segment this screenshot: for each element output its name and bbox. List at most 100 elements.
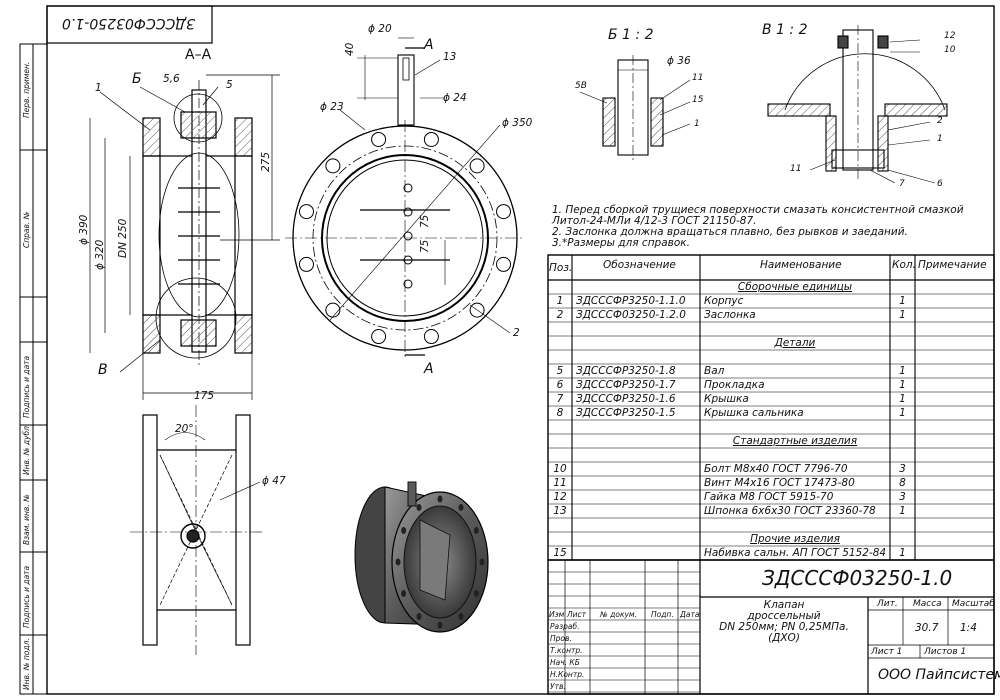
pos-b-15: 15 — [692, 95, 704, 105]
spec-qty: 1 — [899, 309, 906, 321]
iso-bolt-hole — [473, 527, 479, 534]
label-b: Б — [132, 71, 142, 87]
side-strip — [19, 43, 48, 695]
spec-name: Шпонка 6х6х30 ГОСТ 23360-78 — [704, 505, 876, 517]
spec-name: Корпус — [704, 295, 744, 307]
tb-title-4: (ДХО) — [768, 632, 800, 644]
bolt-hole — [469, 302, 485, 318]
dim-d320: ϕ 320 — [94, 239, 106, 270]
spec-header-note: Примечание — [918, 259, 987, 271]
spec-header-pos: Поз. — [549, 262, 573, 274]
tb-col-doc: № докум. — [600, 610, 637, 619]
spec-name: Болт М8х40 ГОСТ 7796-70 — [704, 463, 848, 475]
tb-col-list: Лист — [567, 610, 587, 619]
dim-d390: ϕ 390 — [78, 214, 90, 245]
spec-qty: 8 — [899, 477, 906, 489]
tb-title-2: дроссельный — [747, 610, 821, 622]
tb-role-6: Утв. — [550, 682, 566, 691]
spec-pos: 12 — [553, 491, 567, 503]
spec-qty: 1 — [899, 407, 906, 419]
strip-label-7: Инв. № подл. — [22, 638, 31, 690]
spec-name: Набивка сальн. АП ГОСТ 5152-84 — [704, 547, 887, 559]
spec-name: Гайка М8 ГОСТ 5915-70 — [704, 491, 834, 503]
spec-pos: 6 — [556, 379, 564, 391]
pos-5: 5 — [226, 79, 233, 91]
spec-header-designation: Обозначение — [603, 259, 676, 271]
tb-role-1: Разраб. — [550, 622, 580, 631]
tb-col-izm: Изм — [549, 610, 565, 619]
spec-designation: ЗДСССФР3250-1.5 — [576, 407, 676, 419]
section-aa-view — [89, 74, 280, 400]
note-3: 3.*Размеры для справок. — [552, 237, 690, 249]
pos-v-11: 11 — [790, 164, 802, 174]
pos-13: 13 — [443, 51, 457, 63]
tb-mass-label: Масса — [913, 599, 942, 609]
tb-role-3: Т.контр. — [550, 646, 583, 655]
pos-v-7: 7 — [899, 179, 905, 189]
spec-name: Крышка сальника — [704, 407, 804, 419]
spec-designation: ЗДСССФР3250-1.8 — [576, 365, 676, 377]
label-v: В — [98, 362, 108, 378]
tb-role-5: Н.Контр. — [550, 670, 585, 679]
dim-d350: ϕ 350 — [502, 117, 533, 129]
spec-name: Прокладка — [704, 379, 765, 391]
tb-col-date: Дата — [680, 610, 700, 619]
spec-qty: 1 — [899, 505, 906, 517]
dim-d36: ϕ 36 — [667, 55, 691, 67]
detail-b-title: Б 1 : 2 — [608, 27, 654, 43]
iso-bolt-hole — [458, 613, 464, 621]
spec-qty: 1 — [899, 379, 906, 391]
spec-name: Крышка — [704, 393, 749, 405]
spec-section-heading: Стандартные изделия — [732, 435, 858, 447]
spec-pos: 13 — [553, 505, 567, 517]
bolt-hole — [496, 256, 512, 272]
tb-scale-label: Масштаб — [952, 599, 995, 609]
dim-d23: ϕ 23 — [320, 101, 344, 113]
bolt-hole — [325, 158, 341, 174]
tb-lit-label: Лит. — [877, 599, 898, 609]
spec-designation: ЗДСССФ03250-1.2.0 — [576, 309, 686, 321]
tb-doc-code: ЗДСССФ03250-1.0 — [762, 566, 953, 590]
label-a-bottom: А — [424, 361, 434, 377]
stamp-code: ЗДСССФ03250-1.0 — [62, 15, 196, 31]
spec-qty: 1 — [899, 547, 906, 559]
strip-label-3: Подпись и дата — [22, 355, 31, 418]
pos-v-1: 1 — [937, 134, 943, 144]
stamp-box — [46, 5, 213, 44]
spec-designation: ЗДСССФР3250-1.7 — [576, 379, 676, 391]
iso-bolt-hole — [395, 558, 401, 566]
spec-name: Винт М4х16 ГОСТ 17473-80 — [704, 477, 855, 489]
strip-label-6: Подпись и дата — [22, 565, 31, 628]
spec-pos: 15 — [553, 547, 567, 559]
dim-dn250: DN 250 — [117, 218, 129, 258]
note-2: 2. Заслонка должна вращаться плавно, без… — [552, 226, 908, 238]
bolt-hole — [496, 204, 512, 220]
pos-v-6: 6 — [937, 179, 943, 189]
dim-h275: 275 — [260, 151, 272, 172]
dim-75a: 75 — [419, 214, 431, 228]
spec-qty: 3 — [899, 463, 906, 475]
spec-qty: 1 — [899, 393, 906, 405]
bolt-hole — [371, 329, 387, 345]
spec-designation: ЗДСССФР3250-1.1.0 — [576, 295, 686, 307]
detail-v-view — [767, 25, 948, 184]
tb-scale: 1:4 — [960, 622, 977, 634]
tb-role-4: Нач. КБ — [550, 658, 580, 667]
dim-h40: 40 — [344, 42, 356, 56]
dim-d20: ϕ 20 — [368, 23, 392, 35]
spec-qty: 1 — [899, 295, 906, 307]
pos-b-11: 11 — [692, 73, 704, 83]
tb-mass: 30.7 — [915, 622, 939, 634]
tb-sheets: Листов 1 — [924, 647, 967, 657]
detail-b-view — [579, 55, 691, 160]
spec-section-heading: Сборочные единицы — [737, 281, 853, 293]
spec-pos: 5 — [556, 365, 564, 377]
tb-col-sign: Подп. — [651, 610, 674, 619]
dim-a20: 20° — [175, 423, 194, 435]
spec-pos: 7 — [556, 393, 564, 405]
tb-sheet: Лист 1 — [871, 647, 903, 657]
pos-v-2: 2 — [937, 116, 943, 126]
spec-pos: 11 — [553, 477, 567, 489]
